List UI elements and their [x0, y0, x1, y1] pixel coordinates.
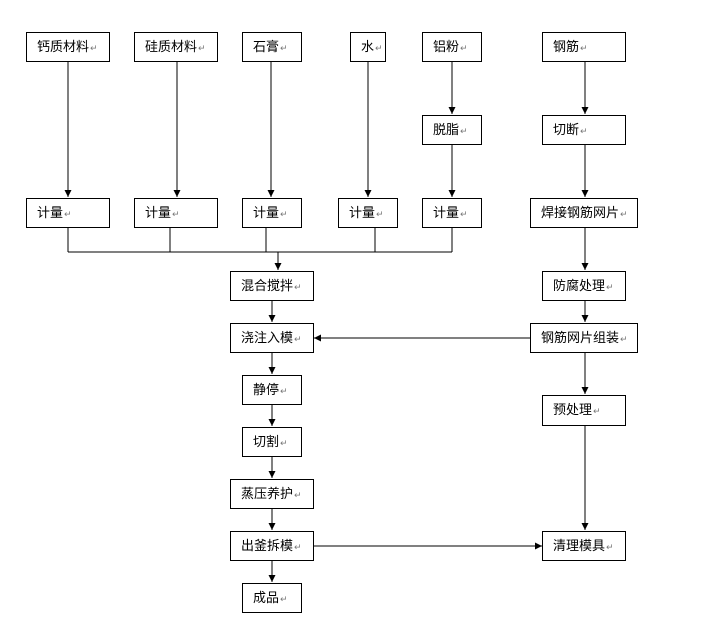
node-label: 计量	[145, 205, 172, 221]
return-mark: ↵	[620, 334, 628, 345]
node-label: 钢筋网片组装	[541, 330, 620, 346]
return-mark: ↵	[280, 209, 288, 220]
node-label: 蒸压养护	[241, 486, 294, 502]
node-measure-1: 计量↵	[26, 198, 110, 228]
return-mark: ↵	[64, 209, 72, 220]
node-label: 计量	[37, 205, 64, 221]
node-label: 钙质材料	[37, 39, 90, 55]
node-measure-3: 计量↵	[242, 198, 302, 228]
return-mark: ↵	[580, 43, 588, 54]
node-gypsum: 石膏↵	[242, 32, 302, 62]
return-mark: ↵	[280, 386, 288, 397]
return-mark: ↵	[375, 43, 383, 54]
node-demold: 出釜拆模↵	[230, 531, 314, 561]
node-label: 预处理	[553, 403, 593, 418]
return-mark: ↵	[280, 43, 288, 54]
node-cut-rebar: 切断↵	[542, 115, 626, 145]
return-mark: ↵	[294, 490, 302, 501]
return-mark: ↵	[606, 282, 614, 293]
node-rest: 静停↵	[242, 375, 302, 405]
node-finished-product: 成品↵	[242, 583, 302, 613]
node-degrease: 脱脂↵	[422, 115, 482, 145]
return-mark: ↵	[294, 334, 302, 345]
return-mark: ↵	[580, 126, 588, 137]
node-pour-mold: 浇注入模↵	[230, 323, 314, 353]
node-calcium-material: 钙质材料↵	[26, 32, 110, 62]
node-label: 钢筋	[553, 39, 580, 55]
node-anticorrosion: 防腐处理↵	[542, 271, 626, 301]
node-measure-2: 计量↵	[134, 198, 218, 228]
node-rebar: 钢筋↵	[542, 32, 626, 62]
node-pretreatment: 预处理↵	[542, 395, 626, 426]
return-mark: ↵	[620, 209, 628, 220]
return-mark: ↵	[376, 209, 384, 220]
node-label: 静停	[253, 382, 280, 398]
return-mark: ↵	[460, 209, 468, 220]
node-label: 硅质材料	[145, 39, 198, 55]
node-label: 铝粉	[433, 39, 460, 55]
node-label: 计量	[433, 205, 460, 221]
return-mark: ↵	[460, 126, 468, 137]
node-measure-4: 计量↵	[338, 198, 398, 228]
return-mark: ↵	[172, 209, 180, 220]
node-label: 计量	[349, 205, 376, 221]
node-label: 清理模具	[553, 538, 606, 554]
node-label: 成品	[253, 590, 280, 606]
node-label: 切割	[253, 434, 280, 450]
return-mark: ↵	[294, 282, 302, 293]
return-mark: ↵	[593, 407, 601, 417]
node-aluminum-powder: 铝粉↵	[422, 32, 482, 62]
node-label: 脱脂	[433, 122, 460, 138]
node-silica-material: 硅质材料↵	[134, 32, 218, 62]
node-label: 出釜拆模	[241, 538, 294, 554]
node-mesh-assembly: 钢筋网片组装↵	[530, 323, 638, 353]
node-label: 防腐处理	[553, 278, 606, 294]
node-autoclave-cure: 蒸压养护↵	[230, 479, 314, 509]
node-label: 焊接钢筋网片	[541, 205, 620, 221]
return-mark: ↵	[606, 542, 614, 553]
return-mark: ↵	[90, 43, 98, 54]
node-weld-mesh: 焊接钢筋网片↵	[530, 198, 638, 228]
node-label: 水	[361, 39, 375, 55]
node-label: 浇注入模	[241, 330, 294, 346]
node-water: 水↵	[350, 32, 386, 62]
return-mark: ↵	[280, 438, 288, 449]
node-label: 计量	[253, 205, 280, 221]
node-measure-5: 计量↵	[422, 198, 482, 228]
return-mark: ↵	[280, 594, 288, 605]
return-mark: ↵	[198, 43, 206, 54]
node-label: 切断	[553, 122, 580, 138]
node-cutting: 切割↵	[242, 427, 302, 457]
return-mark: ↵	[294, 542, 302, 553]
return-mark: ↵	[460, 43, 468, 54]
node-clean-mold: 清理模具↵	[542, 531, 626, 561]
node-mix-stir: 混合搅拌↵	[230, 271, 314, 301]
node-label: 石膏	[253, 39, 280, 55]
node-label: 混合搅拌	[241, 278, 294, 294]
